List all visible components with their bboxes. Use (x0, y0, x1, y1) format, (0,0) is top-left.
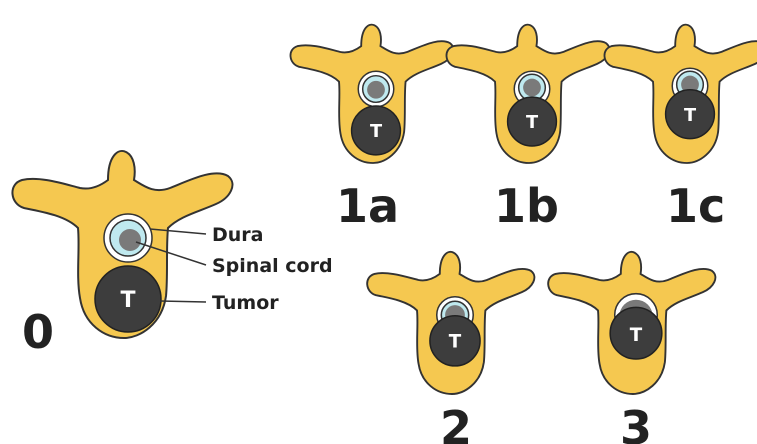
tumor-leader (160, 301, 206, 302)
tumor-letter-3: T (630, 325, 643, 346)
grade-label-1a: 1a (336, 179, 399, 233)
grade-label-2: 2 (440, 401, 472, 444)
vertebra-grade-1a: T (290, 25, 453, 163)
grade-label-3: 3 (620, 401, 652, 444)
tumor-letter-0: T (120, 288, 135, 313)
tumor-letter-1a: T (370, 122, 383, 142)
vertebra-grade-2: T (367, 252, 534, 394)
tumor-letter-1c: T (684, 106, 697, 126)
tumor-letter-1b: T (526, 113, 539, 133)
tumor-label: Tumor (212, 292, 279, 314)
vertebra-grade-1b: T (446, 25, 609, 163)
vertebra-grade-1c: T (604, 25, 757, 163)
grade-label-1b: 1b (494, 179, 559, 233)
spinal-cord-1b (523, 79, 541, 97)
tumor-letter-2: T (449, 332, 462, 353)
grade-label-1c: 1c (666, 179, 725, 233)
spinal-cord-0 (119, 229, 141, 251)
spinal-cord-label: Spinal cord (212, 255, 333, 277)
dura-label: Dura (212, 224, 264, 246)
grade-label-0: 0 (22, 305, 54, 359)
spinal-cord-1a (367, 81, 385, 99)
vertebra-grade-3: T (548, 252, 715, 394)
